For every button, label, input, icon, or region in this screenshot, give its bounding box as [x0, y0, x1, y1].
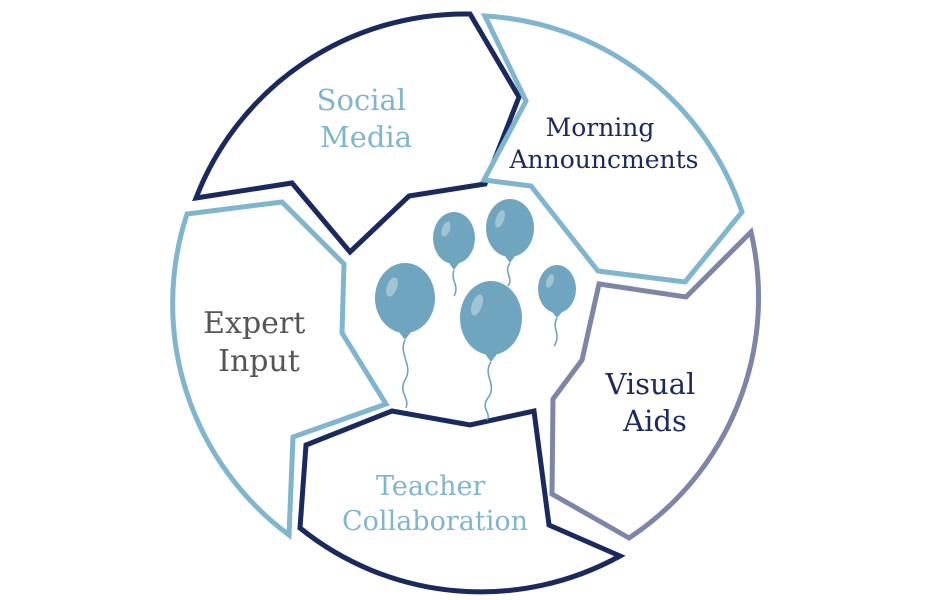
label-line: Expert — [203, 306, 305, 341]
balloon-icon — [538, 265, 576, 347]
label-line: Morning — [546, 113, 655, 142]
balloon-icon — [375, 263, 435, 409]
label-expert-input: Expert Input — [203, 306, 315, 379]
label-line: Aids — [622, 404, 687, 438]
segment-expert-input — [170, 199, 390, 540]
segment-social-media — [192, 11, 522, 256]
label-line: Teacher — [376, 471, 485, 502]
label-line: Social — [317, 83, 406, 117]
label-line: Input — [218, 344, 300, 379]
balloon-icon — [486, 199, 534, 287]
label-morning-announcements: Morning Announcments — [509, 113, 699, 174]
label-visual-aids: Visual Aids — [604, 367, 704, 438]
balloon-icon — [433, 212, 475, 297]
segment-visual-aids — [549, 227, 762, 541]
label-line: Visual — [604, 367, 695, 401]
balloon-icon — [460, 281, 522, 421]
label-teacher-collaboration: Teacher Collaboration — [342, 471, 528, 537]
label-line: Announcments — [509, 145, 699, 174]
segment-morning-announcements — [480, 13, 745, 285]
label-social-media: Social Media — [317, 83, 416, 154]
label-line: Media — [320, 120, 412, 154]
label-line: Collaboration — [342, 506, 528, 537]
segment-teacher-collaboration — [297, 407, 626, 595]
balloons-icon — [375, 199, 576, 421]
